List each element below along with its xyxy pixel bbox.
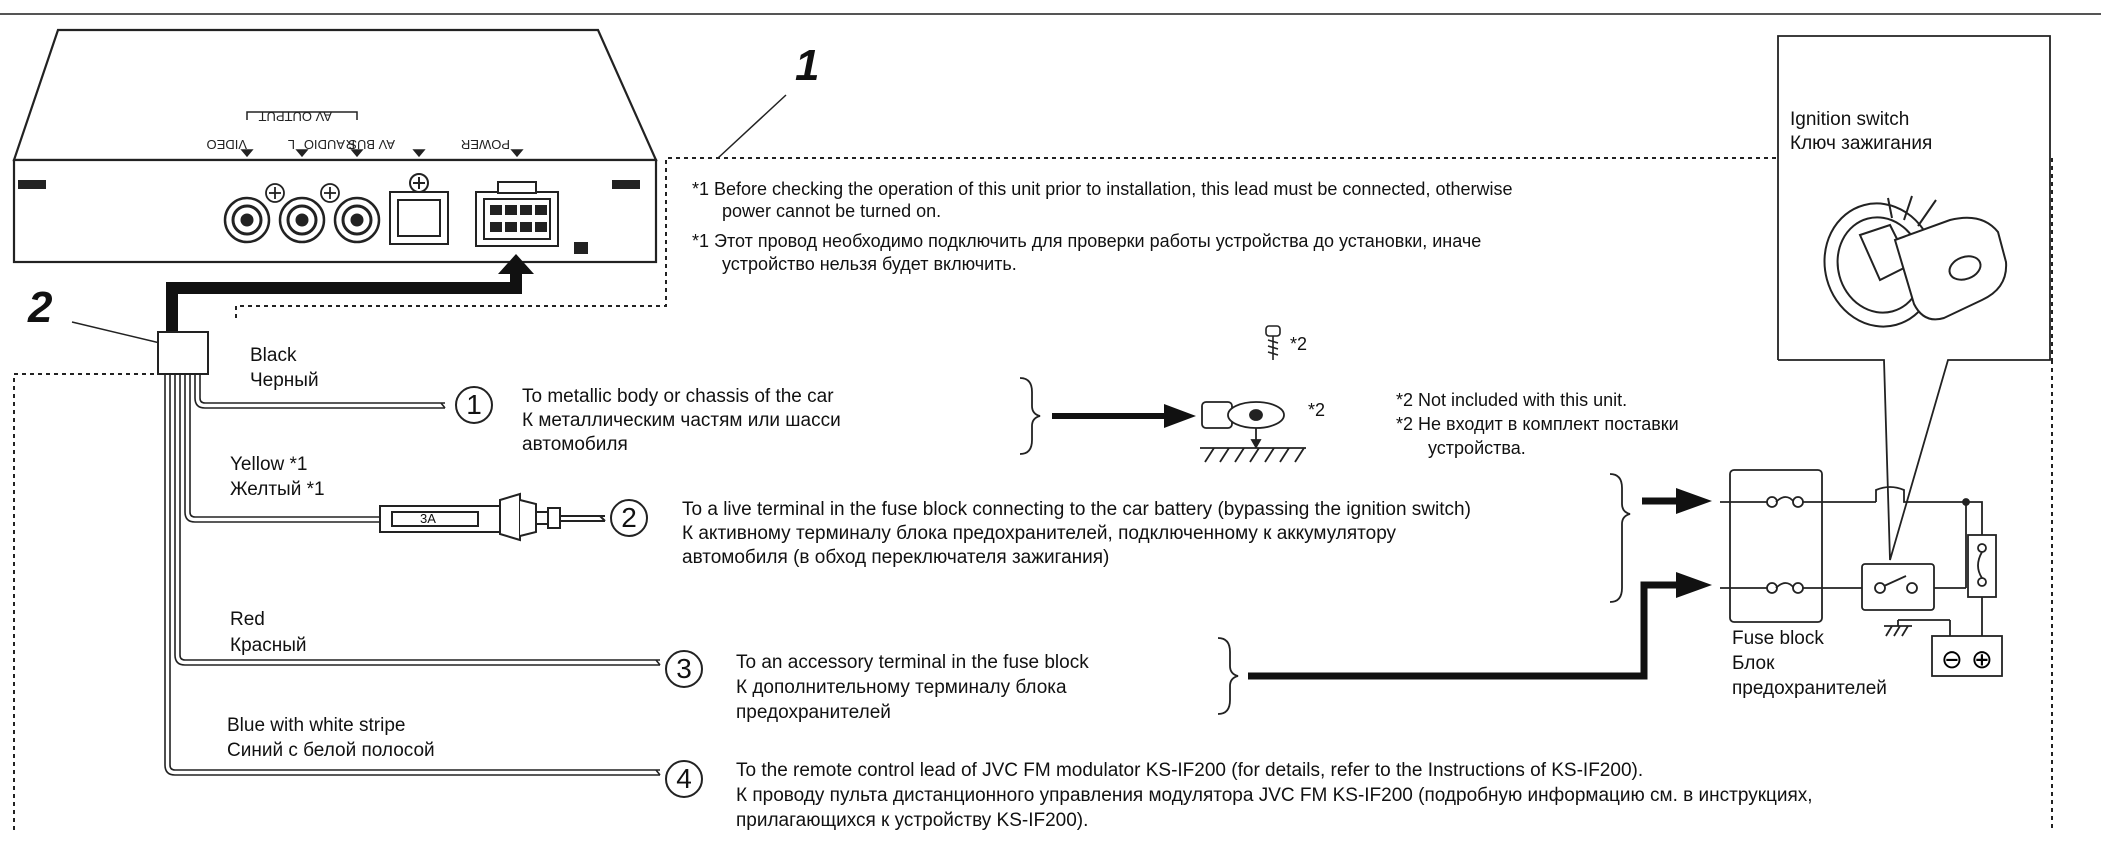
power-harness	[166, 254, 534, 336]
harness-plug	[157, 331, 209, 375]
wire1-dest-line1: To metallic body or chassis of the car	[522, 386, 834, 407]
ignition-label-ru: Ключ зажигания	[1790, 133, 1933, 154]
wire3-dest-line2: К дополнительному терминалу блока	[736, 677, 1067, 698]
wire-bundle	[164, 374, 661, 776]
wire4-label-en: Blue with white stripe	[227, 715, 406, 736]
arrow-to-fuse-2-head	[1676, 572, 1712, 598]
note2-ru-line2: устройства.	[1428, 438, 1526, 458]
wire3-label-en: Red	[230, 609, 265, 630]
unit-small-port	[574, 242, 588, 254]
unit-slot-left	[18, 180, 46, 189]
wire1-label-en: Black	[250, 345, 297, 366]
fuse-rating: 3A	[420, 511, 436, 526]
wire3-number: 3	[665, 650, 703, 688]
screw-note-marker: *2	[1290, 334, 1308, 354]
wire4-dest-line2: К проводу пульта дистанционного управлен…	[736, 785, 1813, 806]
note1-en-line1: *1 Before checking the operation of this…	[692, 179, 1513, 199]
wire4-number: 4	[665, 760, 703, 798]
unit-slot-right	[612, 180, 640, 189]
fuse-block-label-ru1: Блок	[1732, 653, 1775, 674]
wire2-label-ru: Желтый *1	[230, 479, 325, 500]
callout-1-leader	[717, 94, 787, 159]
wire1-dest-line2: К металлическим частям или шасси	[522, 410, 841, 431]
callout-number-1: 1	[795, 41, 820, 90]
battery-plus: ⊕	[1971, 644, 1993, 674]
rca-video-jack[interactable]	[223, 196, 271, 244]
wire2-dest-line2: К активному терминалу блока предохраните…	[682, 523, 1397, 544]
label-audio-r: R	[346, 137, 355, 152]
note2-ru-line1: *2 Не входит в комплект поставки	[1396, 414, 1679, 434]
wire3-label-ru: Красный	[230, 635, 307, 656]
rca-audio-l-jack[interactable]	[278, 196, 326, 244]
wire2-dest-line1: To a live terminal in the fuse block con…	[682, 499, 1471, 520]
wire4-dest-line1: To the remote control lead of JVC FM mod…	[736, 760, 1644, 781]
label-audio: AUDIO	[304, 137, 345, 152]
arrow-to-fuse-1-head	[1676, 488, 1712, 514]
wire2-number: 2	[610, 499, 648, 537]
rca-audio-r-jack[interactable]	[333, 196, 381, 244]
fuse-block-circuit	[1720, 469, 2003, 677]
label-av-output: AV OUTPUT	[259, 109, 332, 124]
fuse-block-label-en: Fuse block	[1732, 628, 1824, 649]
inline-fuse-holder	[379, 492, 606, 542]
wire1-number: 1	[455, 386, 493, 424]
label-audio-l: L	[288, 137, 295, 152]
bracket-2	[1609, 473, 1631, 603]
ground-lug-part	[1200, 401, 1306, 463]
battery-minus: ⊖	[1941, 644, 1963, 674]
arrow-to-ground-head	[1164, 404, 1196, 428]
callout-2-leader	[71, 321, 161, 344]
bracket-1	[1019, 377, 1041, 455]
ground-screw-icon	[265, 183, 340, 203]
battery-icon: ⊖ ⊕	[1941, 644, 1993, 674]
label-av-bus: AV BUS	[348, 137, 395, 152]
label-power: POWER	[461, 137, 510, 152]
wire3-dest-line3: предохранителей	[736, 702, 891, 723]
ignition-key-icon	[1823, 195, 2008, 328]
dashed-outline-2	[13, 373, 185, 830]
callout-number-2: 2	[28, 283, 53, 332]
av-bus-connector[interactable]	[389, 173, 449, 245]
wire1-dest-line3: автомобиля	[522, 434, 628, 455]
ground-screw-part	[1265, 325, 1281, 360]
power-pins	[490, 205, 547, 232]
note1-en-line2: power cannot be turned on.	[722, 201, 942, 221]
unit-labels: VIDEO AUDIO R L AV BUS POWER AV OUTPUT	[207, 109, 510, 152]
note2-en: *2 Not included with this unit.	[1396, 390, 1628, 410]
wire4-dest-line3: прилагающихся к устройству KS-IF200).	[736, 810, 1089, 831]
lug-note-marker: *2	[1308, 400, 1326, 420]
note1-ru-line1: *1 Этот провод необходимо подключить для…	[692, 231, 1482, 251]
note1-ru-line2: устройство нельзя будет включить.	[722, 254, 1017, 274]
fuse-block-label-ru2: предохранителей	[1732, 678, 1887, 699]
wire3-dest-line1: To an accessory terminal in the fuse blo…	[736, 652, 1089, 673]
wire1-label-ru: Черный	[250, 370, 319, 391]
wire2-label-en: Yellow *1	[230, 454, 308, 475]
ignition-label-en: Ignition switch	[1790, 109, 1910, 130]
arrow-to-fuse-2	[1248, 581, 1680, 680]
wire2-dest-line3: автомобиля (в обход переключателя зажига…	[682, 547, 1110, 568]
wire4-label-ru: Синий с белой полосой	[227, 740, 435, 761]
label-video: VIDEO	[207, 137, 247, 152]
bracket-3	[1217, 637, 1239, 715]
unit-label-marks	[240, 111, 524, 158]
dashed-outline-1	[235, 157, 2053, 360]
